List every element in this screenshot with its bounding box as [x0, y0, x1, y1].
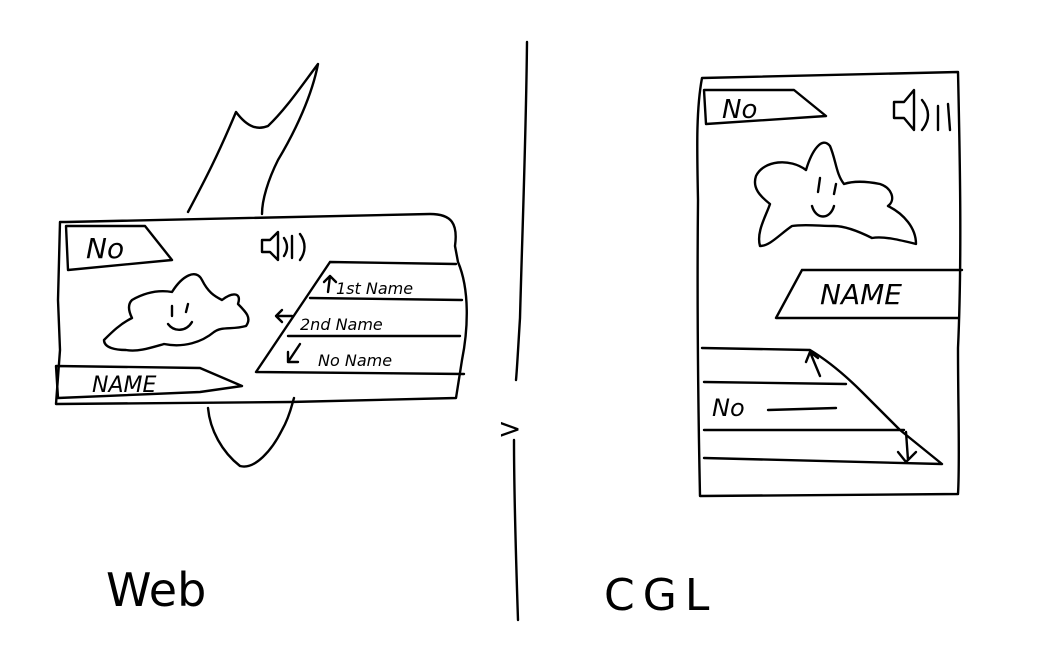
divider-line-bottom	[512, 438, 520, 622]
arrow-down-left-icon[interactable]	[286, 342, 302, 364]
arrow-left-icon[interactable]	[274, 308, 294, 324]
web-speaker-icon[interactable]	[260, 230, 306, 262]
cgl-creature-face	[810, 176, 838, 218]
cgl-list-item[interactable]: No	[712, 394, 745, 422]
background-silhouette-bottom	[206, 396, 296, 468]
cgl-name-banner	[774, 268, 964, 320]
web-name-banner	[54, 364, 244, 400]
cgl-number-text: No	[722, 95, 757, 125]
cgl-creature	[753, 141, 918, 248]
separator: >	[498, 40, 529, 622]
approximately-symbol: >	[498, 412, 521, 445]
scroll-down-icon[interactable]	[896, 430, 918, 464]
cgl-name-text: NAME	[820, 278, 902, 311]
cgl-list-panel	[700, 346, 944, 466]
cgl-mockup: No NAME No CGL	[604, 70, 964, 621]
web-list-item[interactable]: 1st Name	[336, 279, 413, 298]
web-list: 1st Name 2nd Name No Name	[300, 279, 413, 370]
web-name-text: NAME	[92, 373, 156, 398]
cgl-card-frame[interactable]	[696, 70, 962, 498]
cgl-speaker-icon[interactable]	[892, 88, 952, 132]
web-list-item[interactable]: No Name	[318, 351, 392, 370]
cgl-caption: CGL	[604, 570, 717, 621]
web-caption: Web	[106, 563, 206, 617]
cgl-list-item-underline	[766, 406, 838, 412]
arrow-up-icon[interactable]	[322, 274, 338, 294]
web-card-frame[interactable]	[54, 212, 468, 406]
cgl-number-tag	[702, 88, 828, 126]
web-number-tag	[64, 224, 174, 272]
background-silhouette	[186, 62, 320, 216]
scroll-up-icon[interactable]	[804, 350, 822, 378]
web-number-text: No	[86, 232, 124, 265]
web-list-panel	[254, 260, 466, 376]
web-mockup: No NAME 1st Name 2nd Name No Name Web	[54, 62, 468, 617]
web-creature	[102, 273, 250, 352]
web-list-item[interactable]: 2nd Name	[300, 315, 383, 334]
web-creature-face	[166, 302, 194, 331]
divider-line-top	[514, 40, 529, 382]
